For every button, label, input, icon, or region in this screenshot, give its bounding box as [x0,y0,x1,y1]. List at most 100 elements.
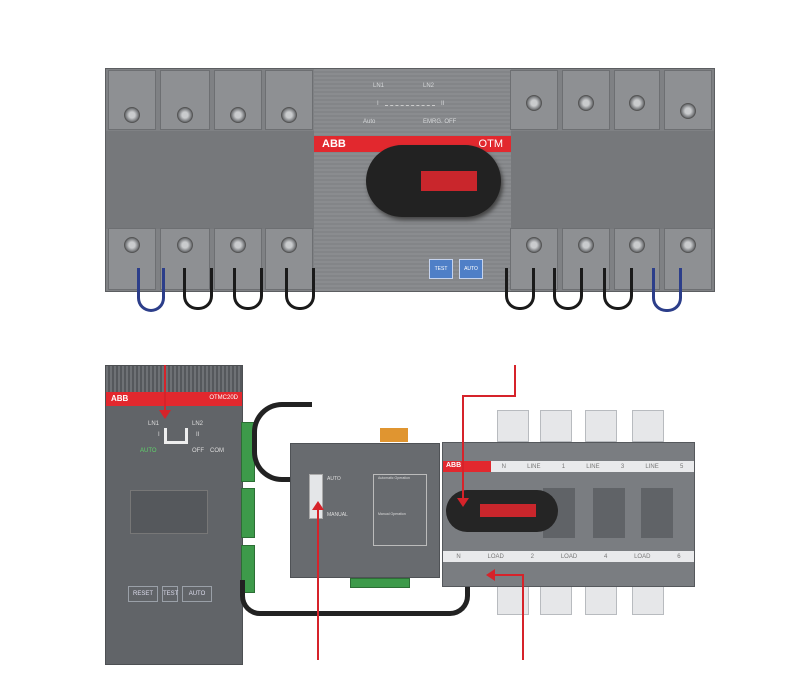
auto-button[interactable]: AUTO [182,586,212,602]
cable [183,268,213,310]
cable [233,268,263,310]
line-strip: N LINE 1 LINE 3 LINE 5 [491,461,694,472]
arrow-down-icon [457,498,469,507]
handle-window [421,171,477,191]
load-strip: N LOAD 2 LOAD 4 LOAD 6 [443,551,694,562]
brand-band: ABB OTMC20D [106,392,242,406]
strip-label: 4 [603,553,608,560]
cable [603,268,633,310]
terminal-block [350,578,410,588]
terminal-tab [540,585,572,615]
handle[interactable] [366,145,501,217]
pos1-label: I [158,432,160,438]
pos1-label: I [377,101,379,107]
handle-window [480,504,536,517]
terminal-tab [585,585,617,615]
strip-label: 1 [561,463,566,470]
strip-label: N [501,463,506,470]
otmc-controller: ABB OTMC20D LN1 LN2 I II AUTO OFF COM RE… [105,365,243,665]
wire-bundle [252,402,312,482]
auto-label: AUTO [327,476,341,482]
reset-button[interactable]: RESET [128,586,158,602]
screw-icon [281,107,297,123]
brand-logo: ABB [446,462,462,469]
terminal-tab [585,410,617,442]
strip-label: N [456,553,461,560]
instruction-panel: Automatic Operation Manual Operation [373,474,427,546]
screw-icon [578,237,594,253]
terminal [664,70,712,130]
ln1-label: LN1 [148,421,160,427]
emrg-off-label: EMRG. OFF [423,119,457,125]
window [641,488,673,538]
terminal-tab [497,410,529,442]
screw-icon [680,103,696,119]
terminal [562,70,610,130]
arrow-left-icon [486,569,495,581]
strip-label: LINE [586,463,600,470]
terminal-tab [632,585,664,615]
terminal-tab [632,410,664,442]
strip-label: LOAD [634,553,651,560]
motor-operator: AUTO MANUAL Automatic Operation Manual O… [290,443,440,578]
brand-band: ABB [443,461,491,472]
manual-op-label: Manual Operation [378,512,406,516]
mode-slider[interactable] [309,474,323,519]
cable [285,268,315,310]
otm-transfer-switch: ABB OTM LN1 LN2 I II Auto EMRG. OFF TEST… [105,68,715,292]
ln2-label: LN2 [192,421,204,427]
screw-icon [230,237,246,253]
terminal-block [241,488,255,538]
orange-connector [380,428,408,442]
strip-label: LOAD [560,553,578,560]
test-button[interactable]: TEST [162,586,178,602]
strip-label: 3 [620,463,625,470]
strip-label: LOAD [487,553,504,560]
callout-line [522,574,524,660]
arrow-up-icon [312,501,324,510]
cable [553,268,583,310]
auto-label: Auto [363,119,376,125]
manual-label: MANUAL [327,512,348,518]
strip-label: 6 [677,553,681,560]
screw-icon [526,237,542,253]
callout-line [164,365,166,415]
auto-op-label: Automatic Operation [378,476,410,480]
cable [505,268,535,310]
ln1-label: LN1 [373,83,385,89]
status-diagram: LN1 LN2 I II Auto EMRG. OFF [361,81,461,131]
screw-icon [629,95,645,111]
terminal-tab [540,410,572,442]
callout-line [494,574,524,576]
callout-line [462,395,464,500]
strip-label: 2 [530,553,535,560]
off-label: OFF [192,448,204,454]
arrow-down-icon [159,410,171,419]
handle[interactable] [446,490,558,532]
cable [137,268,165,312]
diagram-line [385,105,435,106]
auto-button[interactable]: AUTO [459,259,483,279]
brand-logo: ABB [111,394,129,403]
terminal [108,70,156,130]
strip-label: LINE [527,463,541,470]
cable [652,268,682,312]
screw-icon [680,237,696,253]
callout-line [462,395,516,397]
screw-icon [629,237,645,253]
strip-label: LINE [645,463,659,470]
com-label: COM [210,448,224,454]
wire-bundle [240,580,470,616]
pos2-label: II [441,101,445,107]
ln2-label: LN2 [423,83,435,89]
window [593,488,625,538]
model-label: OTM [478,138,503,150]
terminal [108,228,156,290]
strip-label: 5 [679,463,684,470]
settings-panel[interactable] [130,490,208,534]
brand-logo: ABB [322,138,346,150]
test-button[interactable]: TEST [429,259,453,279]
terminal [265,70,313,130]
screw-icon [177,107,193,123]
terminal [510,70,558,130]
